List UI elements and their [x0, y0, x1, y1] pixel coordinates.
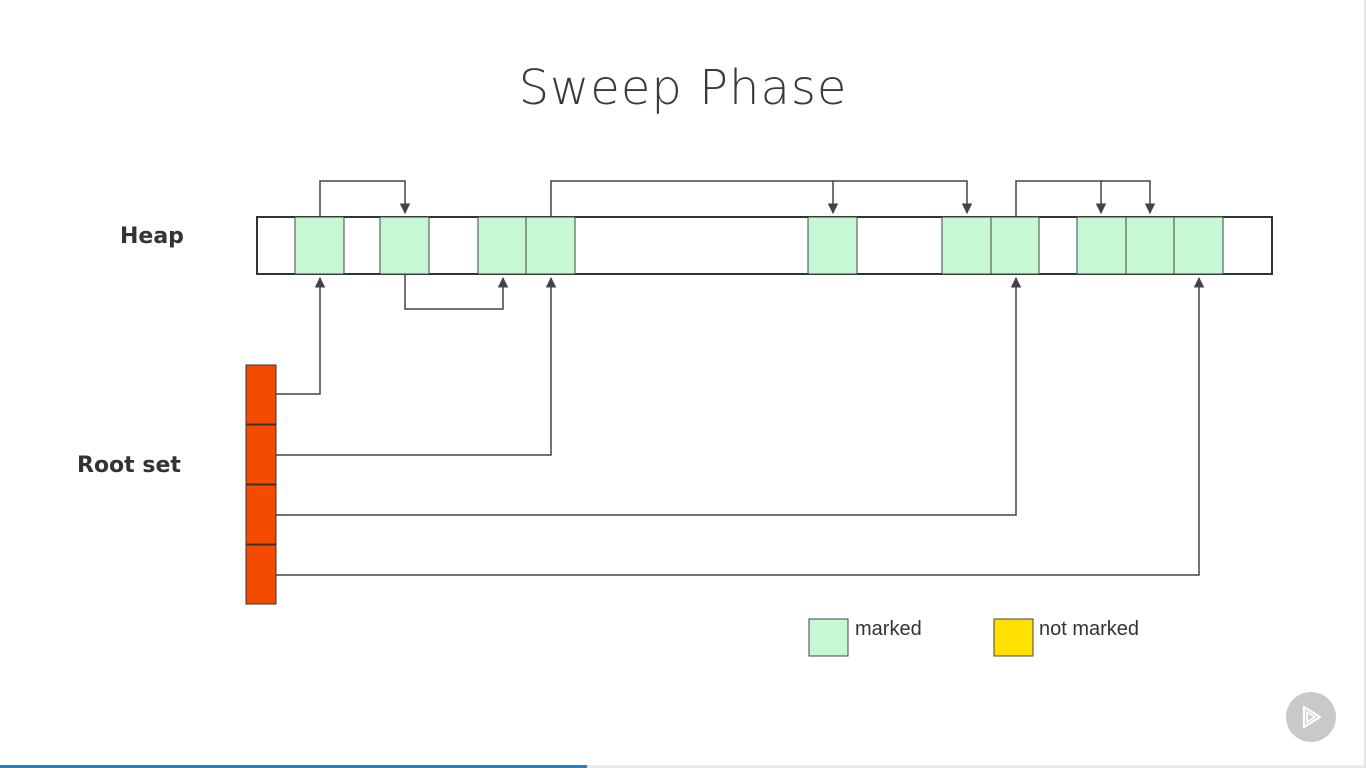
pointer-cell2-to-cell3: [404, 274, 509, 310]
pointer-cell7-to-cell8: [1015, 180, 1107, 217]
pointer-cell4-to-cell6: [833, 180, 973, 215]
heap-cell-1: [294, 216, 345, 275]
heap-cell-8: [1076, 216, 1127, 275]
legend-marked-label: marked: [855, 618, 922, 640]
heap-cell-3: [477, 216, 527, 275]
heap-cell-4: [525, 216, 576, 275]
legend-marked-swatch: [808, 618, 849, 657]
legend: marked not marked: [808, 618, 1139, 657]
heap-cell-6: [941, 216, 992, 275]
heap-cells: [294, 216, 1224, 275]
heap-cell-5: [807, 216, 858, 275]
pointer-cell4-to-cell5: [550, 180, 839, 217]
pointer-cell7-to-cell9: [1101, 180, 1156, 215]
root-set-label: Root set: [77, 453, 181, 478]
heap-cell-10: [1173, 216, 1224, 275]
legend-not-marked-swatch: [993, 618, 1034, 657]
heap-cell-2: [379, 216, 430, 275]
root-cell-4: [245, 544, 277, 605]
heap-cell-7: [990, 216, 1040, 275]
root-set-cells: [245, 364, 277, 605]
heap-pointers-top: [319, 180, 1156, 217]
root2-pointer: [276, 276, 557, 456]
heap-label: Heap: [120, 224, 184, 249]
slide-title: Sweep Phase: [518, 60, 848, 116]
video-progress-fill: [0, 765, 588, 768]
video-progress-track[interactable]: [0, 765, 1366, 768]
slide-right-border: [1364, 0, 1366, 768]
root4-pointer: [276, 276, 1205, 576]
pointer-cell1-to-cell2: [319, 180, 411, 217]
root-cell-2: [245, 424, 277, 485]
pluralsight-play-icon: [1302, 705, 1322, 729]
root-cell-3: [245, 484, 277, 545]
legend-not-marked-label: not marked: [1039, 618, 1139, 640]
root3-pointer: [276, 276, 1022, 516]
heap-cell-9: [1125, 216, 1175, 275]
root1-pointer: [276, 276, 326, 395]
root-pointers: [276, 276, 1205, 576]
root-cell-1: [245, 364, 277, 425]
player-play-button[interactable]: [1286, 692, 1336, 742]
